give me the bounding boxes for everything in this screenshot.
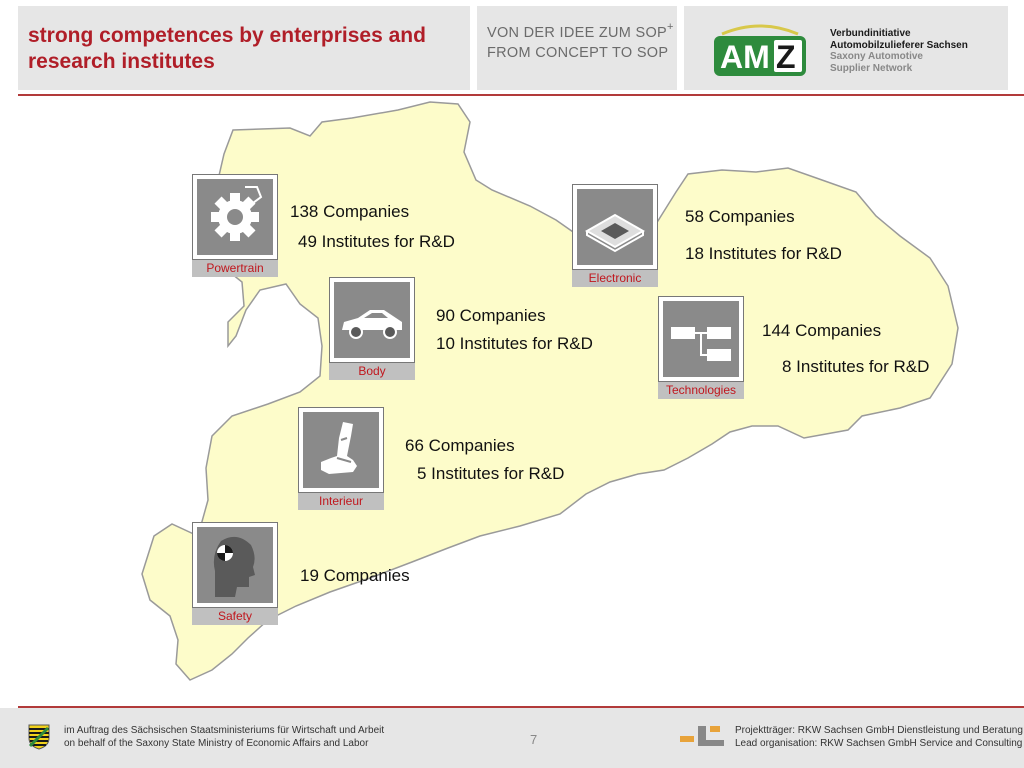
chip-icon bbox=[584, 213, 646, 253]
slogan-line-2: FROM CONCEPT TO SOP bbox=[487, 45, 669, 61]
org-panel: AM Z Verbundinitiative Automobilzuliefer… bbox=[684, 6, 1008, 90]
header-divider bbox=[18, 94, 1024, 96]
seat-icon bbox=[321, 422, 357, 474]
org-name: Verbundinitiative Automobilzulieferer Sa… bbox=[830, 28, 968, 74]
footer-commission: im Auftrag des Sächsischen Staatsministe… bbox=[64, 724, 384, 750]
tile-label: Powertrain bbox=[192, 260, 278, 277]
sector-tile-body: Body bbox=[329, 277, 415, 380]
interieur-institutes: 5 Institutes for R&D bbox=[417, 464, 565, 483]
tile-frame bbox=[298, 407, 384, 493]
footer-right-line-1: Projektträger: RKW Sachsen GmbH Dienstle… bbox=[735, 725, 1023, 736]
body-institutes: 10 Institutes for R&D bbox=[436, 334, 593, 353]
slogan-plus: + bbox=[667, 21, 674, 33]
footer-left-line-1: im Auftrag des Sächsischen Staatsministe… bbox=[64, 725, 385, 736]
crash-test-dummy-icon bbox=[213, 536, 255, 597]
org-line-2: Automobilzulieferer Sachsen bbox=[830, 39, 968, 51]
rkw-logo-icon bbox=[680, 726, 724, 746]
org-line-1: Verbundinitiative bbox=[830, 28, 911, 39]
tile-inner bbox=[197, 179, 273, 255]
tile-frame bbox=[329, 277, 415, 363]
footer-lead-org: Projektträger: RKW Sachsen GmbH Dienstle… bbox=[735, 724, 1023, 750]
tile-frame bbox=[658, 296, 744, 382]
sector-tile-electronic: Electronic bbox=[572, 184, 658, 287]
flowchart-icon bbox=[671, 327, 731, 361]
page-title: strong competences by enterprises and re… bbox=[28, 24, 426, 73]
title-panel: strong competences by enterprises and re… bbox=[18, 6, 470, 90]
sector-tile-powertrain: Powertrain bbox=[192, 174, 278, 277]
technologies-institutes: 8 Institutes for R&D bbox=[782, 357, 930, 376]
tile-label: Interieur bbox=[298, 493, 384, 510]
tile-frame bbox=[192, 174, 278, 260]
footer-right-line-2: Lead organisation: RKW Sachsen GmbH Serv… bbox=[735, 738, 1023, 749]
powertrain-companies: 138 Companies bbox=[290, 202, 410, 221]
electronic-companies: 58 Companies bbox=[685, 207, 795, 226]
tile-label: Electronic bbox=[572, 270, 658, 287]
tile-inner bbox=[197, 527, 273, 603]
amz-logo-text-am: AM bbox=[720, 39, 770, 75]
tile-label: Body bbox=[329, 363, 415, 380]
header: strong competences by enterprises and re… bbox=[0, 0, 1024, 94]
slogan-panel: VON DER IDEE ZUM SOP+ FROM CONCEPT TO SO… bbox=[477, 6, 677, 90]
slogan: VON DER IDEE ZUM SOP+ FROM CONCEPT TO SO… bbox=[487, 21, 673, 63]
tile-frame bbox=[192, 522, 278, 608]
amz-logo-text-z: Z bbox=[776, 39, 796, 75]
car-icon bbox=[342, 310, 402, 339]
tile-inner bbox=[303, 412, 379, 488]
tile-inner bbox=[334, 282, 410, 358]
tile-inner bbox=[663, 301, 739, 377]
org-line-4: Supplier Network bbox=[830, 62, 913, 74]
saxony-map bbox=[141, 101, 959, 681]
sector-tile-technologies: Technologies bbox=[658, 296, 744, 399]
tile-label: Technologies bbox=[658, 382, 744, 399]
footer-divider bbox=[18, 706, 1024, 708]
tile-inner bbox=[577, 189, 653, 265]
amz-logo: AM Z bbox=[714, 24, 806, 76]
saxony-coat-of-arms-icon bbox=[28, 724, 50, 750]
tile-frame bbox=[572, 184, 658, 270]
gear-icon bbox=[211, 186, 263, 241]
footer-left-line-2: on behalf of the Saxony State Ministry o… bbox=[64, 738, 369, 749]
powertrain-institutes: 49 Institutes for R&D bbox=[298, 232, 455, 251]
page-number: 7 bbox=[530, 732, 538, 747]
electronic-institutes: 18 Institutes for R&D bbox=[685, 244, 842, 263]
slogan-line-1: VON DER IDEE ZUM SOP bbox=[487, 25, 668, 41]
sector-tile-safety: Safety bbox=[192, 522, 278, 625]
technologies-companies: 144 Companies bbox=[762, 321, 882, 340]
org-line-3: Saxony Automotive bbox=[830, 51, 923, 62]
interieur-companies: 66 Companies bbox=[405, 436, 515, 455]
tile-label: Safety bbox=[192, 608, 278, 625]
safety-companies: 19 Companies bbox=[300, 566, 410, 585]
body-companies: 90 Companies bbox=[436, 306, 546, 325]
sector-tile-interieur: Interieur bbox=[298, 407, 384, 510]
footer: im Auftrag des Sächsischen Staatsministe… bbox=[0, 708, 1024, 768]
